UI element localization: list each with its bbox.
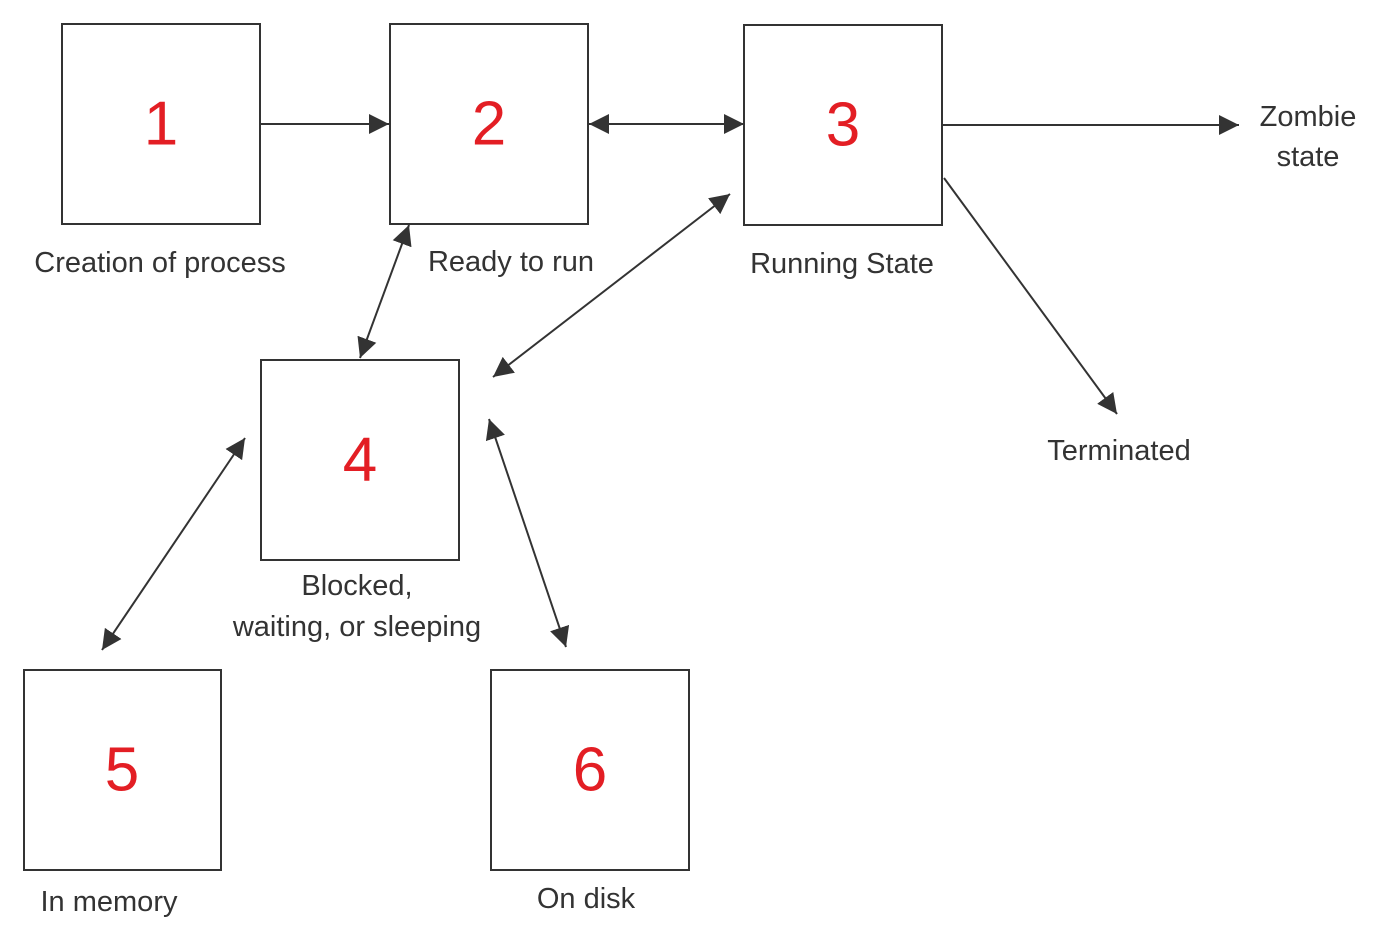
state-1-box [61, 23, 261, 225]
state-6: 6 On disk [490, 669, 690, 915]
state-3-box [743, 24, 943, 226]
state-2-number: 2 [472, 90, 506, 159]
state-3: 3 Running State [743, 24, 943, 280]
state-6-number: 6 [573, 736, 607, 805]
state-2: 2 Ready to run [389, 23, 594, 278]
state-2-box [389, 23, 589, 225]
state-5-label: In memory [41, 886, 178, 918]
edge-4-to-6 [485, 418, 570, 648]
state-1: 1 Creation of process [34, 23, 286, 279]
state-4-box [260, 359, 460, 561]
state-6-label: On disk [537, 883, 636, 915]
state-5-box [23, 669, 222, 871]
zombie-label-line2: state [1277, 141, 1340, 173]
state-4: 4 Blocked, waiting, or sleeping [232, 359, 481, 643]
state-3-number: 3 [826, 91, 860, 160]
zombie-label-line1: Zombie [1260, 101, 1357, 133]
state-4-label-line1: Blocked, [301, 570, 412, 602]
state-1-label: Creation of process [34, 247, 285, 279]
edge-2-to-4 [357, 224, 412, 359]
state-4-number: 4 [343, 426, 377, 495]
state-3-label: Running State [750, 248, 934, 280]
edge-3-to-4 [492, 193, 731, 378]
zombie-state-label: Zombie state [1260, 101, 1357, 173]
state-5-number: 5 [105, 736, 139, 805]
edge-4-to-5 [101, 437, 246, 651]
edge-3-to-terminated [943, 177, 1118, 415]
state-2-label: Ready to run [428, 246, 594, 278]
state-4-label-line2: waiting, or sleeping [232, 611, 481, 643]
state-1-number: 1 [144, 90, 178, 159]
state-5: 5 In memory [23, 669, 222, 918]
state-6-box [490, 669, 690, 871]
terminated-label: Terminated [1047, 435, 1190, 467]
